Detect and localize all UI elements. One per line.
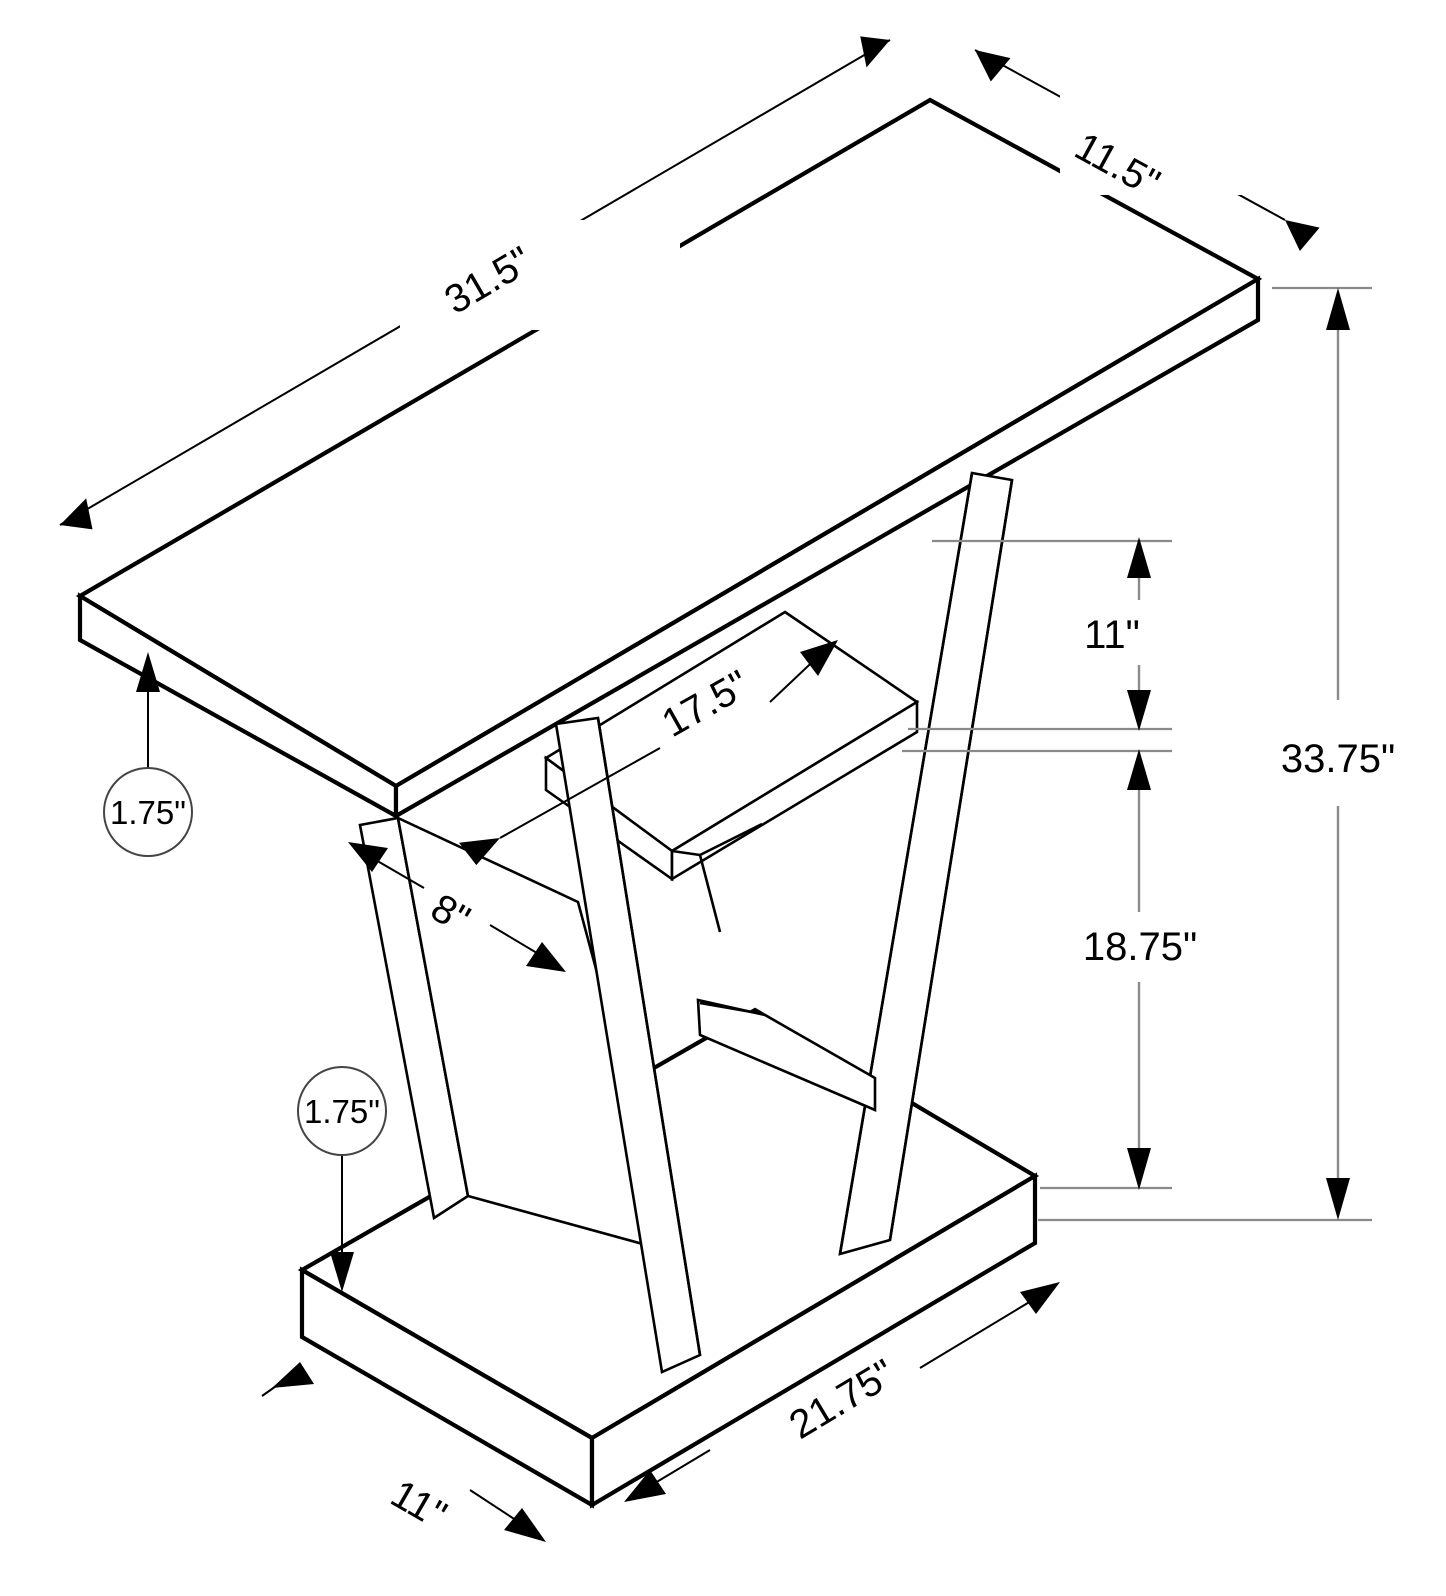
leg-rear-right <box>838 471 1014 1256</box>
callout-bubble-top-thickness <box>103 767 193 857</box>
dimension-label-shelf-to-base: 18.75" <box>1083 925 1197 969</box>
callout-bubble-base-thickness <box>297 1066 387 1156</box>
dimension-label-top-thickness: 1.75" <box>110 794 186 831</box>
back-panel-inner <box>696 998 877 1112</box>
dimension-top-thickness: 1.75" <box>103 652 193 857</box>
dimension-overall-height: 33.75" <box>1038 286 1395 1222</box>
dimension-top-to-shelf: 11" <box>908 537 1172 731</box>
dimension-top-length: 31.5" <box>59 36 891 530</box>
dimension-label-overall-height: 33.75" <box>1281 737 1395 781</box>
dimension-shelf-to-base: 18.75" <box>902 749 1197 1190</box>
shelf-leg-joint <box>671 822 763 933</box>
leg-front-center <box>554 716 702 1374</box>
dimension-label-top-to-shelf: 11" <box>1084 613 1140 657</box>
dimension-label-base-thickness: 1.75" <box>304 1093 380 1130</box>
dimension-label-base-depth: 11" <box>384 1472 454 1538</box>
table-top-panel <box>75 97 1263 820</box>
dimension-top-depth: 11.5" <box>974 49 1320 252</box>
dimension-base-thickness: 1.75" <box>297 1066 387 1292</box>
